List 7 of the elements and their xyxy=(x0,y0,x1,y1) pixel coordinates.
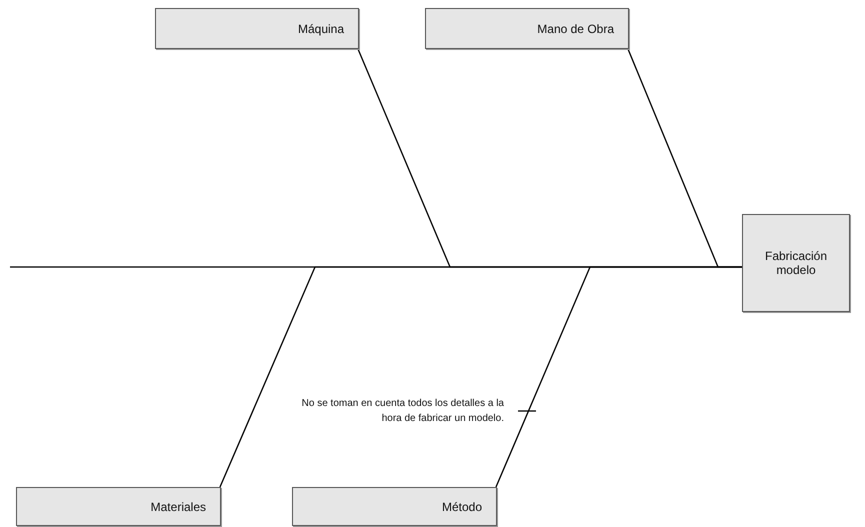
category-box: Materiales xyxy=(16,487,221,526)
category-box: Máquina xyxy=(155,8,359,49)
category-box: Método xyxy=(292,487,497,526)
fishbone-line xyxy=(495,266,742,488)
effect-box: Fabricación modelo xyxy=(742,214,850,312)
cause-note: No se toman en cuenta todos los detalles a la hora de fabricar un modelo. xyxy=(300,397,504,426)
category-box: Mano de Obra xyxy=(425,8,629,49)
